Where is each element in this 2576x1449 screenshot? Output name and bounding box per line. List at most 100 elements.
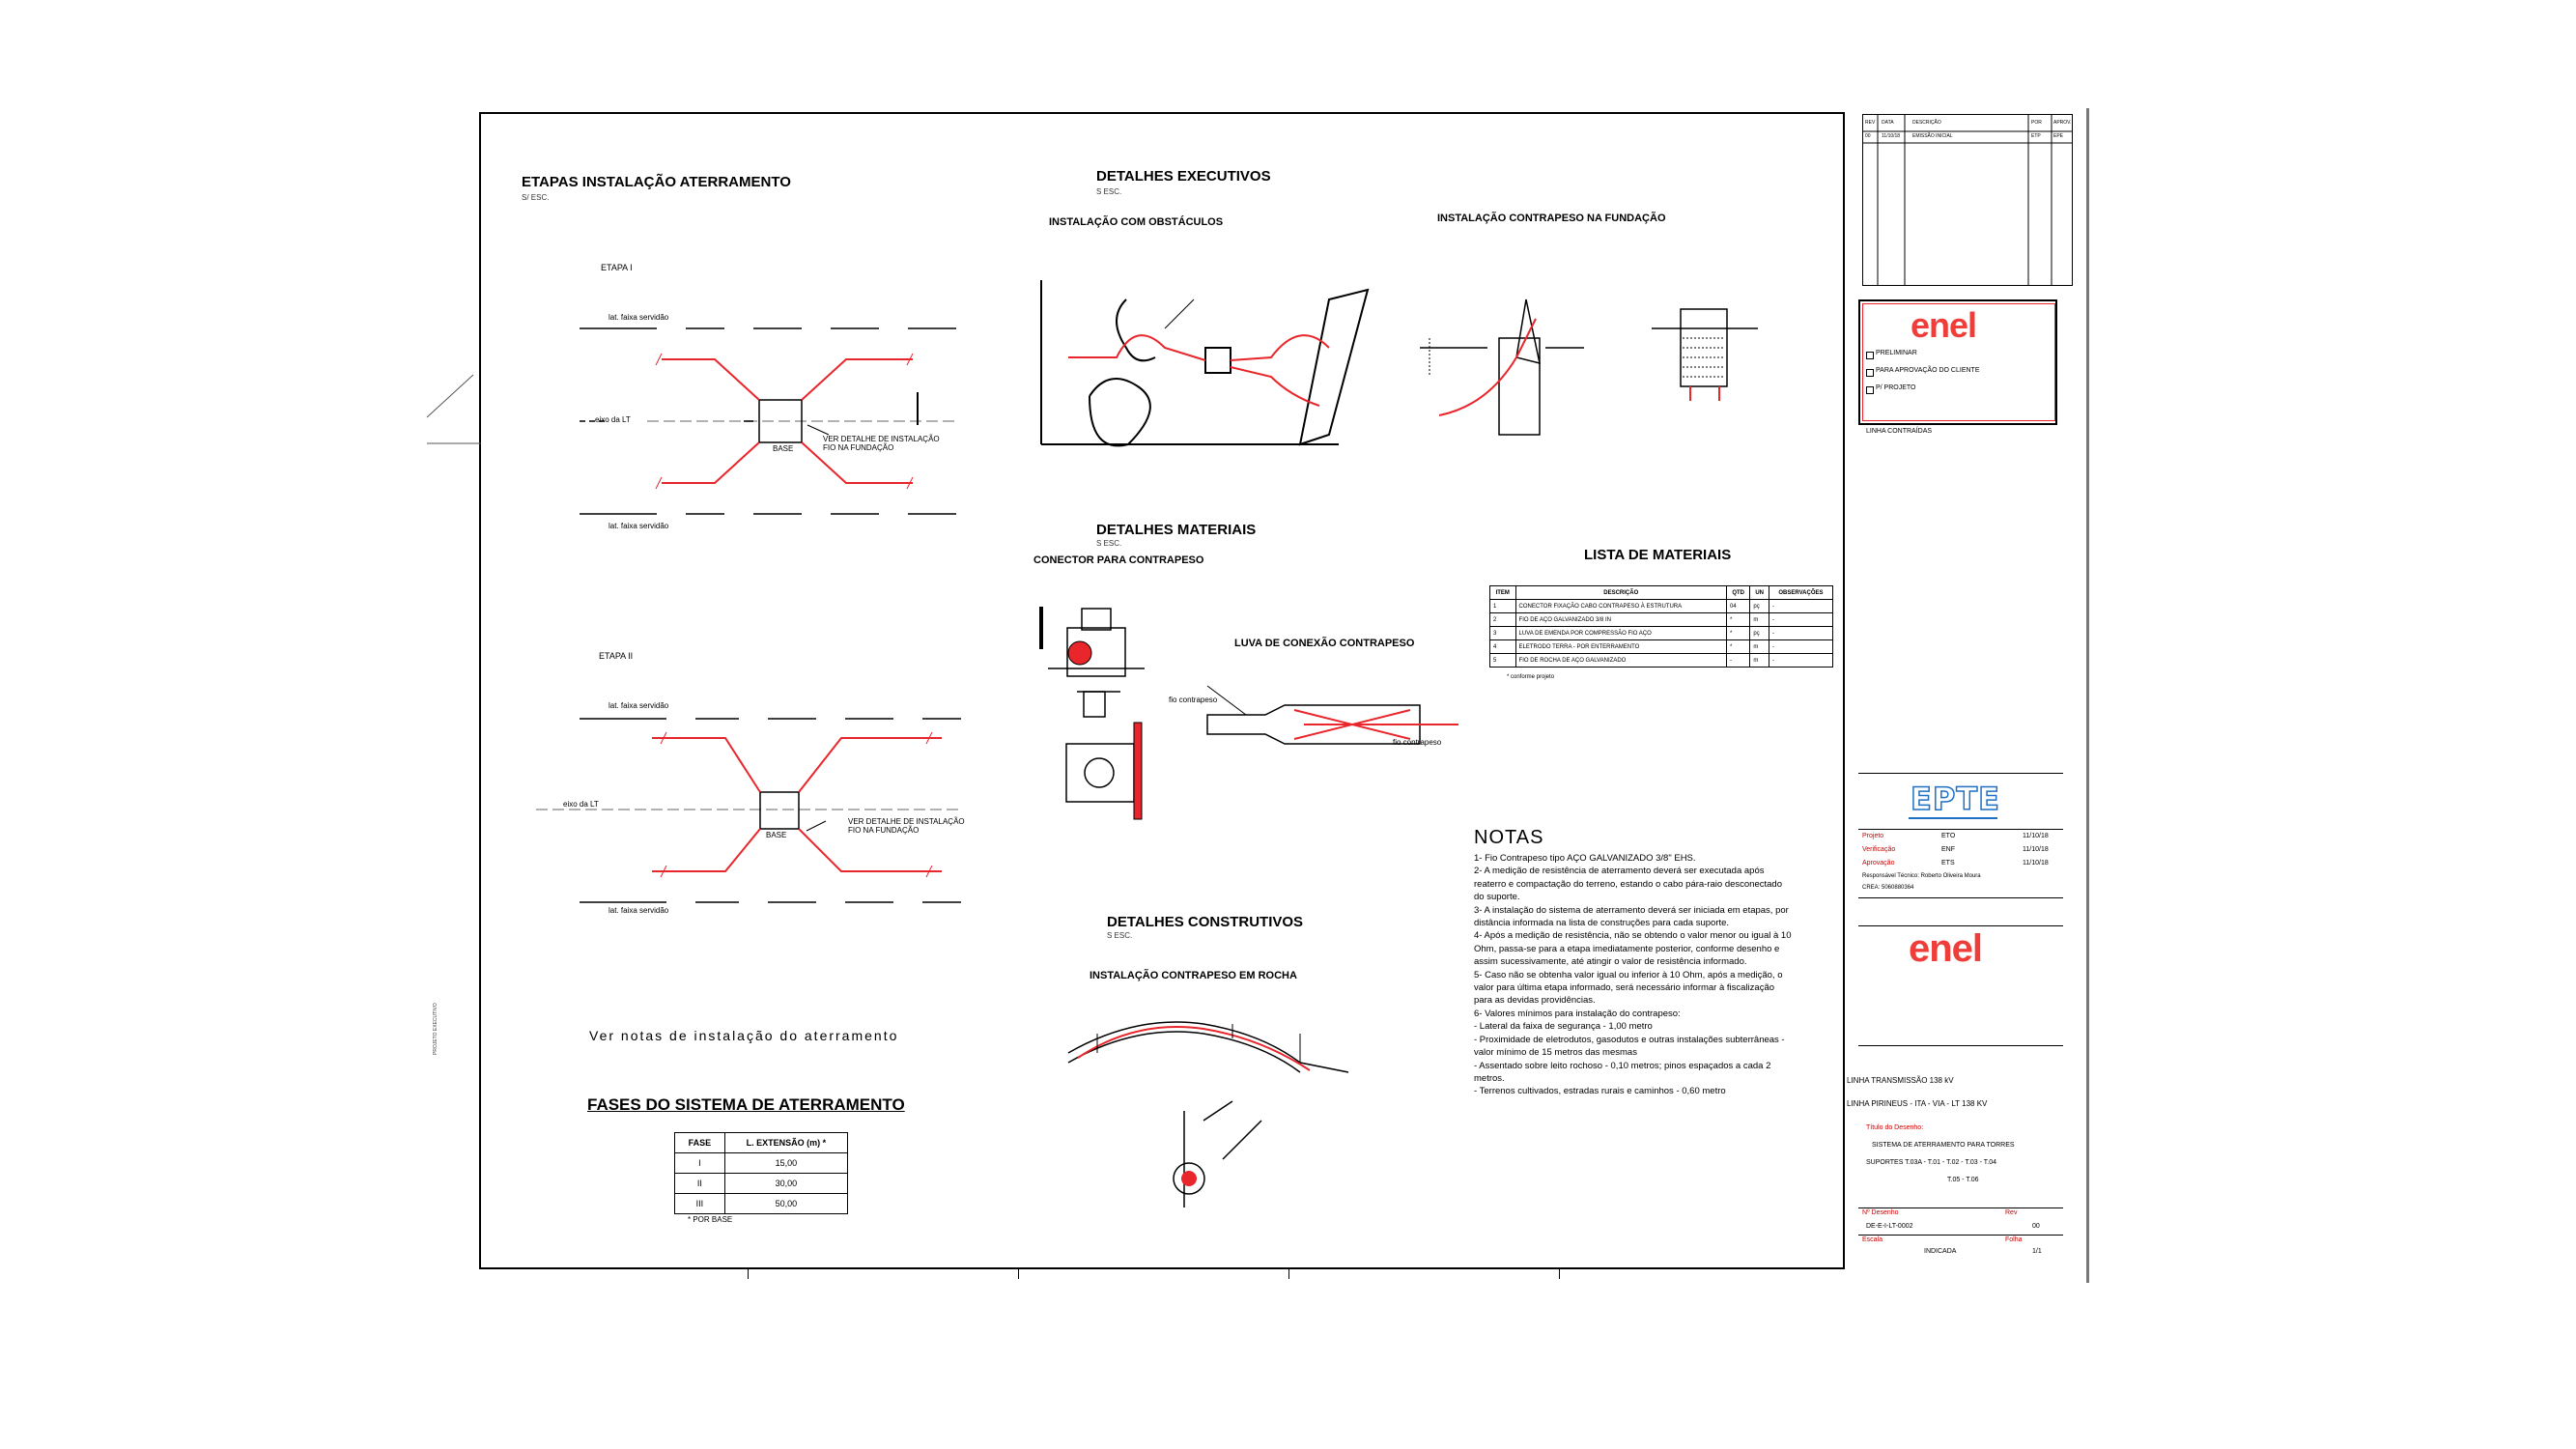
construtivos-title: DETALHES CONSTRUTIVOS [1107, 914, 1304, 930]
eixo-label-1: eixo da LT [595, 415, 631, 424]
title-line-2: SUPORTES T.03A - T.01 - T.02 - T.03 - T.… [1866, 1159, 1997, 1166]
fundacao-title: INSTALAÇÃO CONTRAPESO NA FUNDAÇÃO [1437, 213, 1666, 224]
checkbox[interactable] [1866, 386, 1874, 394]
etapa-2-label: ETAPA II [599, 651, 634, 661]
etapas-subtitle: S/ ESC. [522, 193, 550, 202]
table-cell: - [1768, 599, 1834, 613]
rocha-diagram [1067, 1021, 1349, 1208]
scale-label: Escala [1862, 1236, 1883, 1243]
nota-item: - Terrenos cultivados, estradas rurais e… [1474, 1086, 1726, 1097]
epte-logo: EPTE [1910, 780, 2000, 818]
etapas-title: ETAPAS INSTALAÇÃO ATERRAMENTO [522, 174, 791, 190]
conector-title: CONECTOR PARA CONTRAPESO [1033, 554, 1204, 566]
title-block-divider [1843, 112, 1845, 1269]
checkbox[interactable] [1866, 369, 1874, 377]
status-box-inner [1862, 303, 2055, 421]
client-row-date: 11/10/18 [2023, 860, 2049, 867]
fio-contrapeso-label-2: fio contrapeso [1393, 738, 1442, 747]
table-cell: I [674, 1152, 725, 1174]
epte-block-line [1858, 773, 2063, 774]
dwg-label: Nº Desenho [1862, 1209, 1899, 1216]
obstaculos-diagram [1040, 280, 1370, 447]
rev-cell: EMISSÃO INICIAL [1912, 133, 1953, 139]
table-cell: 50,00 [723, 1193, 849, 1214]
checkbox-label: PRELIMINAR [1876, 350, 1917, 356]
rev-header: DESCRIÇÃO [1912, 120, 1941, 126]
table-cell: III [674, 1193, 725, 1214]
table-cell: ELETRODO TERRA - POR ENTERRAMENTO [1514, 639, 1727, 654]
client-grid [1858, 829, 2063, 898]
client-row-date: 11/10/18 [2023, 833, 2049, 839]
sheet-label: Folha [2005, 1236, 2023, 1243]
base-label-1: BASE [773, 444, 794, 453]
nota-item: 5- Caso não se obtenha valor igual ou in… [1474, 969, 1783, 1007]
enel-logo-2: enel [1909, 927, 1983, 970]
client-row-value: ENF [1941, 846, 1955, 853]
notas-title: NOTAS [1474, 827, 1544, 848]
table-cell: pç [1749, 599, 1769, 613]
nota-item: - Lateral da faixa de segurança - 1,00 m… [1474, 1021, 1653, 1033]
nota-item: 4- Após a medição de resistência, não se… [1474, 930, 1792, 968]
revision-grid [1862, 114, 2073, 286]
fases-footnote: * POR BASE [688, 1215, 733, 1224]
rev-header: REV [1865, 120, 1876, 126]
title-line-3: T.05 - T.06 [1947, 1177, 1979, 1183]
table-cell: * [1725, 639, 1751, 654]
table-header: UN [1749, 585, 1769, 600]
etapa-1-diagram [580, 327, 956, 515]
table-cell: 2 [1489, 612, 1516, 627]
frame-tick [748, 1269, 749, 1279]
rev-header: POR [2031, 120, 2042, 126]
line-label: LINHA CONTRAÍDAS [1866, 428, 1933, 435]
enel2-bottom-line [1858, 1045, 2063, 1046]
conector-diagram [1039, 607, 1145, 820]
frame-tick [1018, 1269, 1019, 1279]
table-cell: FIO DE ROCHA DE AÇO GALVANIZADO [1514, 653, 1727, 668]
faixa-label-bottom-1: lat. faixa servidão [609, 522, 669, 530]
table-cell: 4 [1489, 639, 1516, 654]
base-label-2: BASE [766, 831, 787, 839]
eixo-label-2: eixo da LT [563, 800, 599, 809]
table-cell: LUVA DE EMENDA POR COMPRESSÃO FIO AÇO [1514, 626, 1727, 640]
table-cell: 15,00 [723, 1152, 849, 1174]
lista-title: LISTA DE MATERIAIS [1584, 547, 1732, 563]
table-header: OBSERVAÇÕES [1768, 585, 1834, 600]
table-cell: FIO DE AÇO GALVANIZADO 3/8 IN [1514, 612, 1727, 627]
checkbox-label: P/ PROJETO [1876, 384, 1916, 391]
faixa-label-bottom-2: lat. faixa servidão [609, 906, 669, 915]
table-cell: - [1725, 653, 1751, 668]
outer-border-right [2086, 108, 2089, 1283]
rev-header: APROV. [2053, 120, 2072, 126]
client-row-value: ETS [1941, 860, 1955, 867]
fundacao-diagram [1420, 298, 1758, 436]
title-label: Título do Desenho: [1866, 1124, 1924, 1131]
title-line-1: SISTEMA DE ATERRAMENTO PARA TORRES [1872, 1142, 2015, 1149]
nota-item: 1- Fio Contrapeso tipo AÇO GALVANIZADO 3… [1474, 853, 1696, 864]
ver-detalhe-label-1: VER DETALHE DE INSTALAÇÃO FIO NA FUNDAÇÃ… [823, 435, 940, 452]
nota-item: - Assentado sobre leito rochoso - 0,10 m… [1474, 1060, 1771, 1084]
table-cell: 1 [1489, 599, 1516, 613]
table-cell: - [1768, 612, 1834, 627]
table-cell: pç [1749, 626, 1769, 640]
checkbox[interactable] [1866, 352, 1874, 359]
obstaculos-title: INSTALAÇÃO COM OBSTÁCULOS [1049, 216, 1224, 228]
enel-logo: enel [1911, 305, 1977, 345]
client-row-value: ETO [1941, 833, 1956, 839]
table-cell: 3 [1489, 626, 1516, 640]
side-stamp: PROJETO EXECUTIVO [433, 1003, 439, 1055]
epte-underline [1909, 817, 1997, 819]
luva-diagram [1206, 685, 1458, 745]
table-cell: CONECTOR FIXAÇÃO CABO CONTRAPESO À ESTRU… [1514, 599, 1727, 613]
ver-notas-text: Ver notas de instalação do aterramento [589, 1028, 899, 1043]
table-cell: m [1749, 653, 1769, 668]
dwg-number: DE-E-I-LT-0002 [1866, 1223, 1913, 1230]
